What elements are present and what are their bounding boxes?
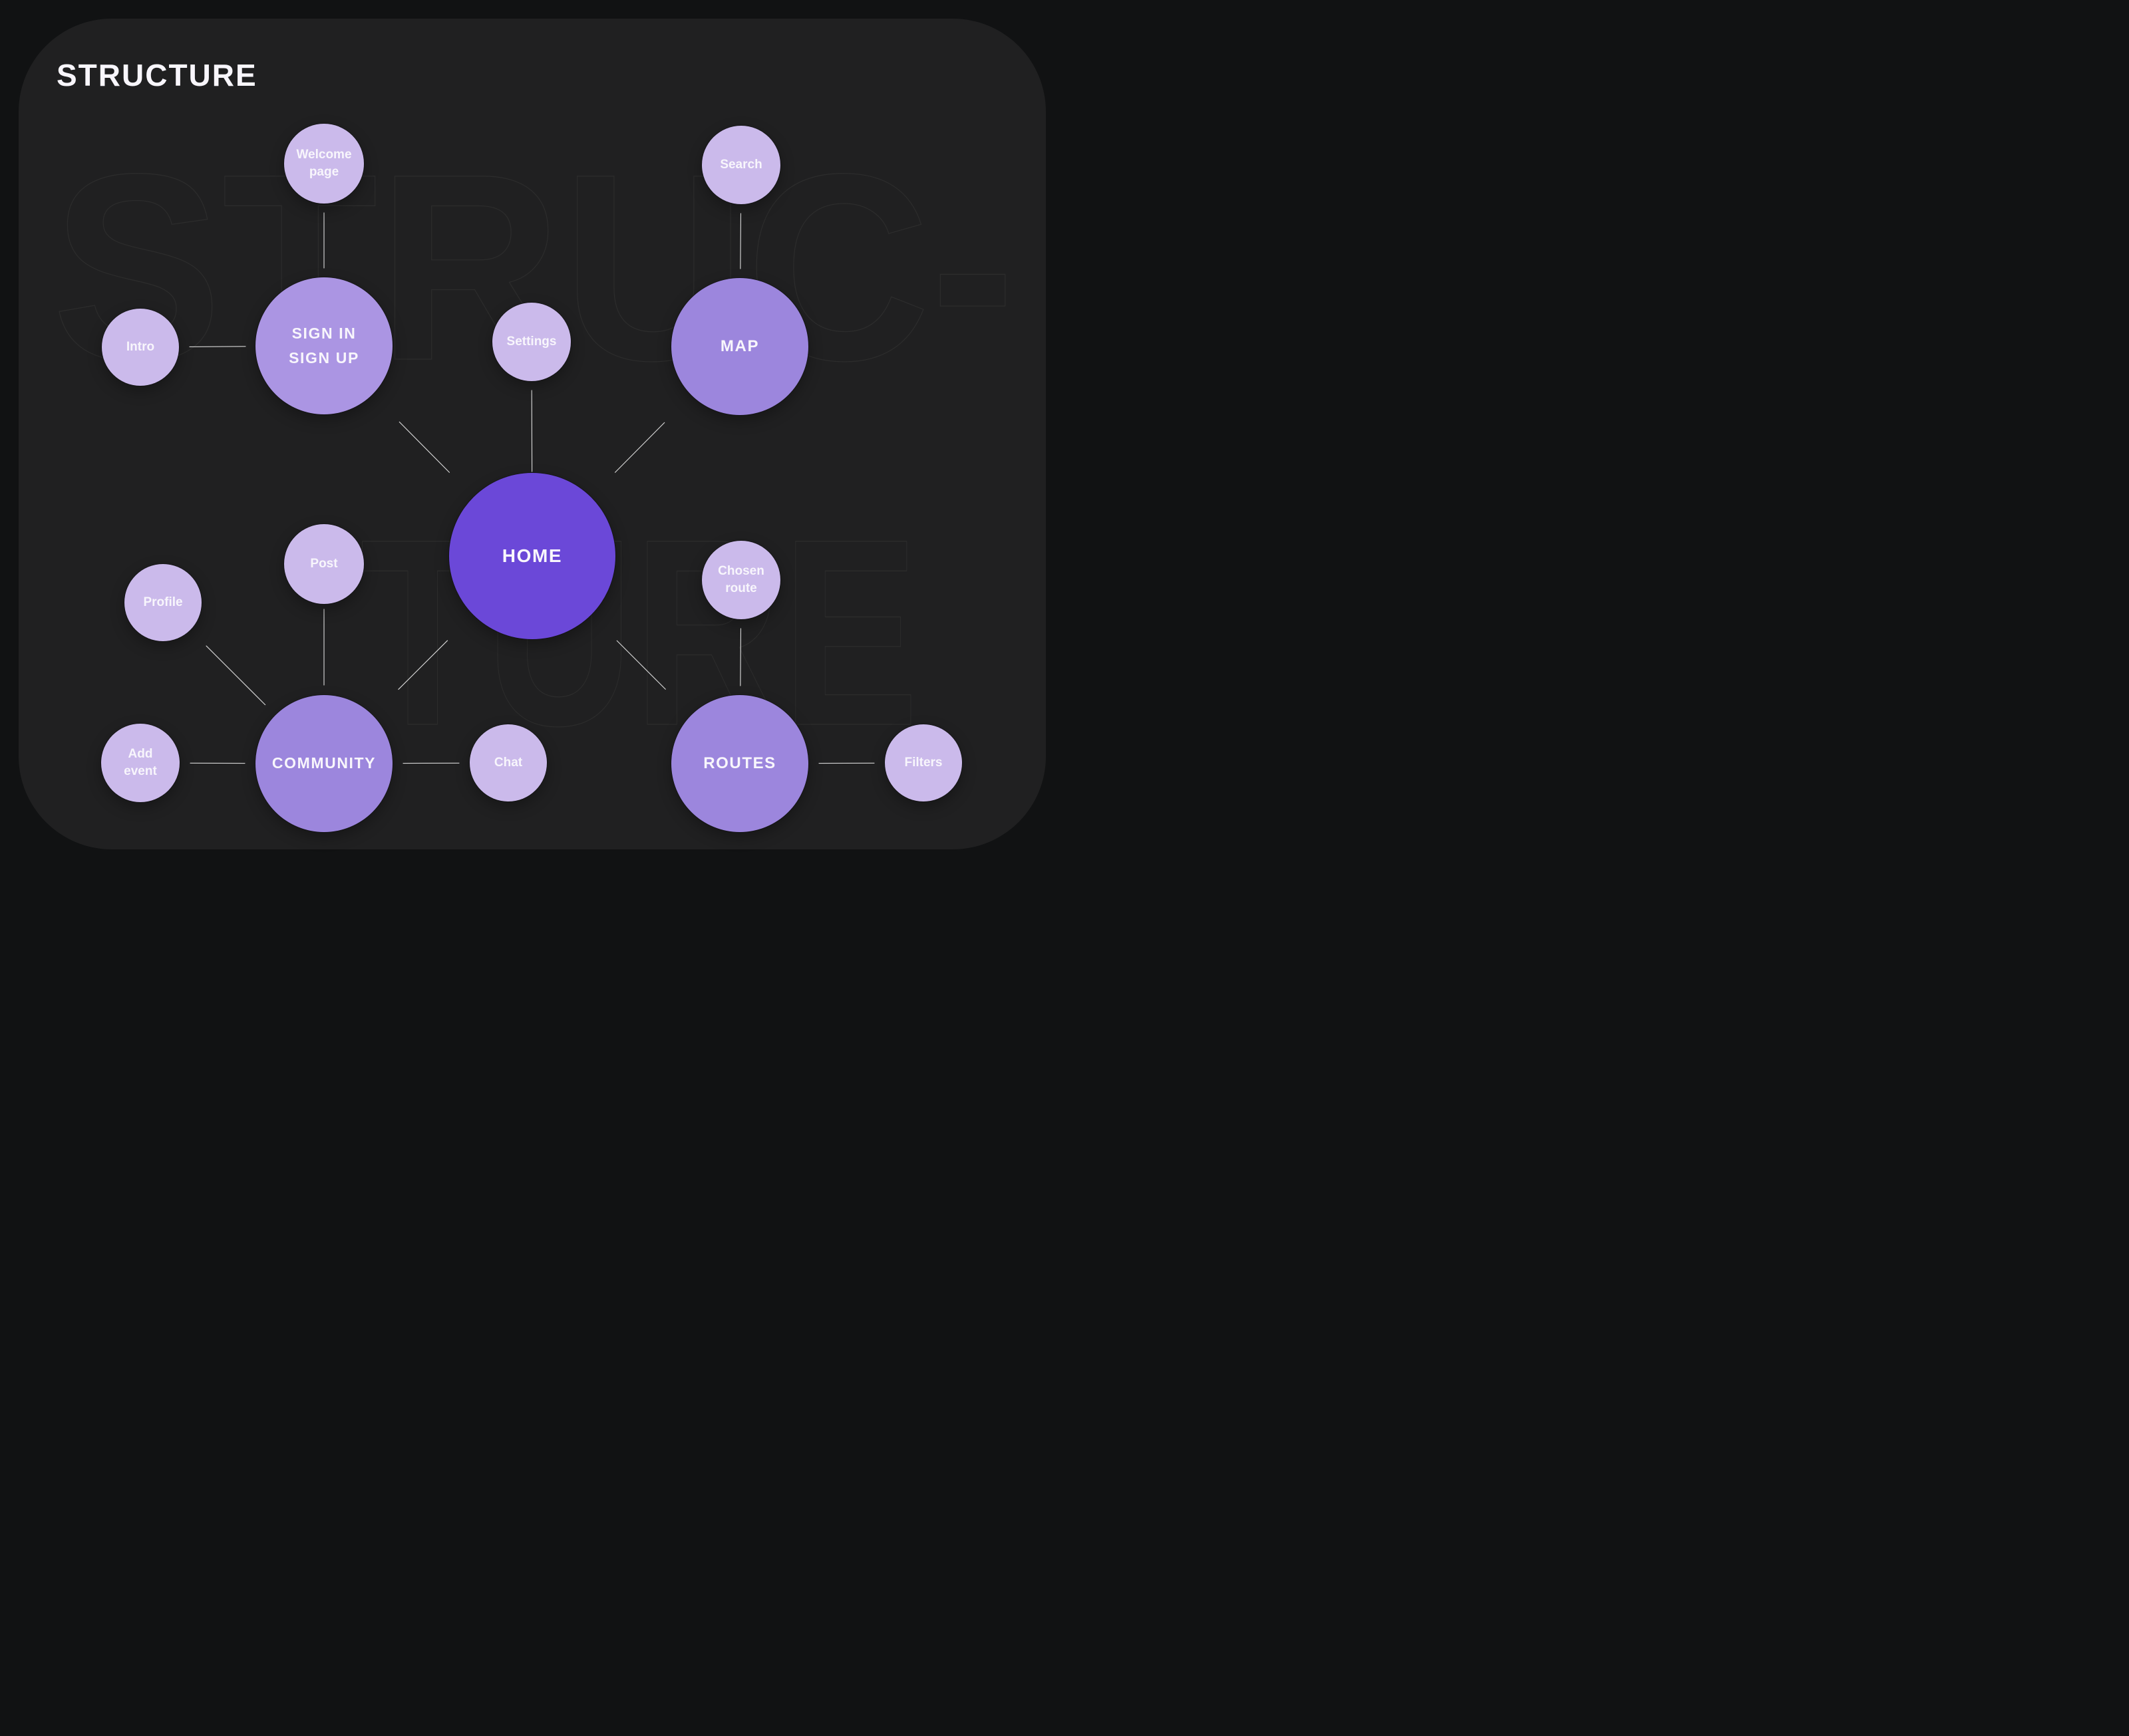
node-label-line: ROUTES xyxy=(703,754,776,773)
node-label-line: route xyxy=(725,581,757,595)
node-chosen: Chosen route xyxy=(702,541,780,619)
node-label-line: page xyxy=(309,165,339,179)
node-community: COMMUNITY xyxy=(255,695,393,832)
node-label-line: Settings xyxy=(506,334,557,349)
page-title: STRUCTURE xyxy=(57,58,257,92)
node-routes: ROUTES xyxy=(671,695,808,832)
node-post: Post xyxy=(284,524,364,604)
node-label-line: SIGN UP xyxy=(289,349,359,366)
node-label-line: Intro xyxy=(126,339,155,354)
node-profile: Profile xyxy=(124,564,202,641)
node-map: MAP xyxy=(671,278,808,415)
node-label-line: event xyxy=(124,764,157,778)
node-search: Search xyxy=(702,126,780,204)
node-addevent: Add event xyxy=(101,724,180,802)
diagram-panel xyxy=(19,19,1046,849)
node-label-line: Search xyxy=(720,157,762,172)
node-label-line: Add xyxy=(128,747,153,762)
node-label-line: Chat xyxy=(494,755,523,770)
node-label-line: SIGN IN xyxy=(291,324,357,342)
node-label-line: Profile xyxy=(143,595,183,609)
node-intro: Intro xyxy=(102,309,179,386)
node-label-line: Welcome xyxy=(296,148,352,162)
node-chat: Chat xyxy=(470,724,547,801)
node-label-line: MAP xyxy=(720,337,760,356)
node-settings: Settings xyxy=(492,303,571,381)
node-signin: SIGN IN SIGN UP xyxy=(255,277,393,414)
node-label-line: Chosen xyxy=(718,564,764,579)
node-home: HOME xyxy=(449,473,615,639)
node-label-line: COMMUNITY xyxy=(271,754,377,772)
node-label-line: Post xyxy=(310,556,338,571)
node-label-line: Filters xyxy=(904,755,943,770)
node-welcome: Welcome page xyxy=(284,124,364,204)
node-label-line: HOME xyxy=(502,545,563,566)
node-filters: Filters xyxy=(885,724,962,801)
